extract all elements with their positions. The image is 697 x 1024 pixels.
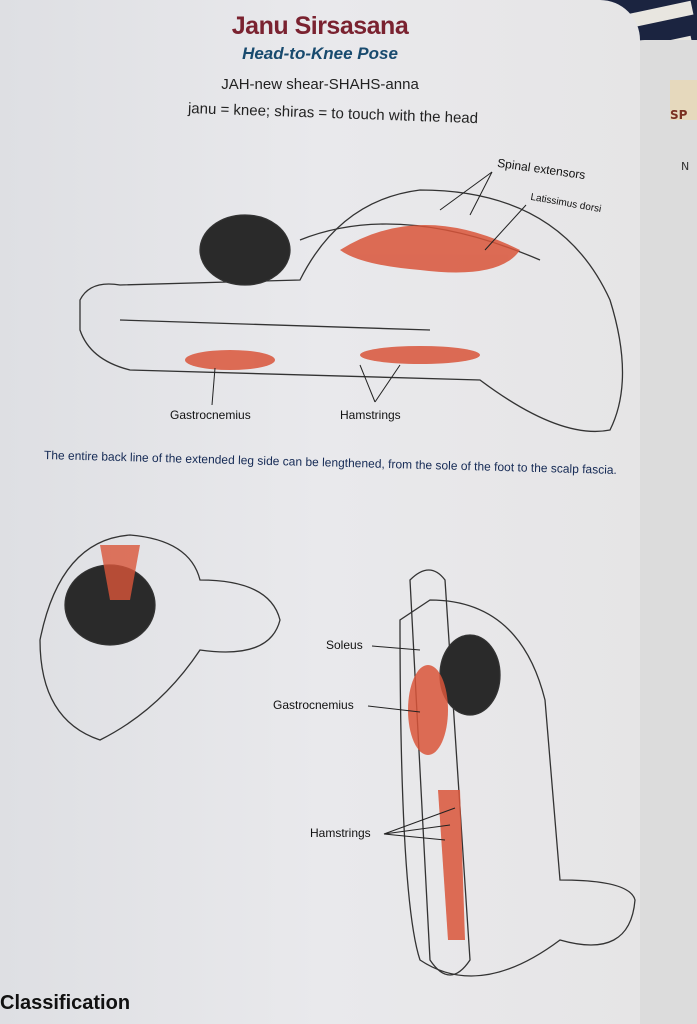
next-page-text: N xyxy=(681,160,690,173)
label-hamstrings: Hamstrings xyxy=(310,826,371,840)
seated-forward-bend-illustration xyxy=(79,189,624,433)
pronunciation: JAH-new shear-SHAHS-anna xyxy=(221,76,419,93)
page-title: Janu Sirsasana xyxy=(231,12,409,40)
section-heading: Classification xyxy=(0,992,131,1014)
page-tab xyxy=(670,80,697,120)
standing-split-illustration xyxy=(399,569,636,977)
muscle-highlight xyxy=(408,665,465,940)
next-page-text: SP xyxy=(670,108,688,122)
book-page: Janu Sirsasana Head-to-Knee Pose JAH-new… xyxy=(0,0,640,1024)
label-soleus: Soleus xyxy=(326,638,363,652)
anatomy-illustrations xyxy=(39,171,636,977)
label-hamstrings: Hamstrings xyxy=(340,408,401,422)
top-view-illustration xyxy=(39,534,281,741)
label-gastrocnemius: Gastrocnemius xyxy=(170,408,251,422)
leader-lines xyxy=(367,645,456,841)
label-gastrocnemius: Gastrocnemius xyxy=(273,698,354,712)
muscle-highlight xyxy=(185,225,520,370)
leader-lines xyxy=(211,171,527,406)
page-subtitle: Head-to-Knee Pose xyxy=(242,44,398,63)
muscle-highlight xyxy=(100,545,140,600)
